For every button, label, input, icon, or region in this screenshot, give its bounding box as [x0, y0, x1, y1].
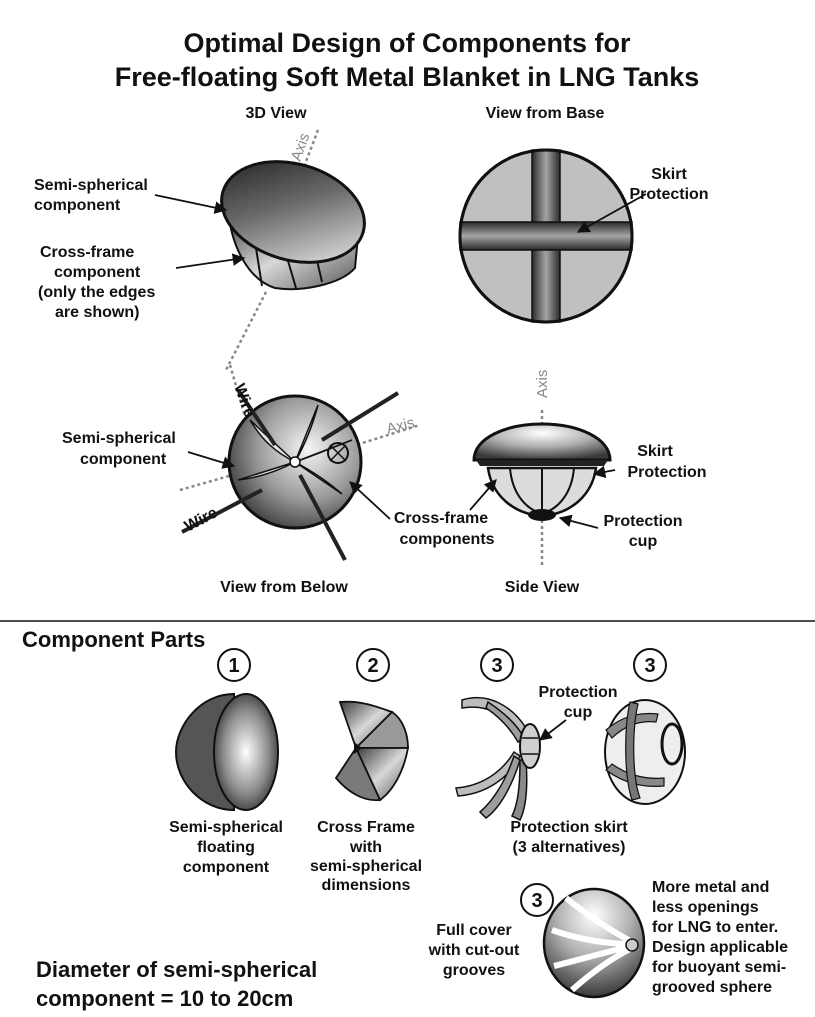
label-part-cup-1: Protection — [538, 684, 617, 701]
figure-3d-view: Axis — [210, 130, 377, 370]
part-3c-number: 3 — [531, 890, 542, 912]
label-skirt-side-1: Skirt — [637, 443, 673, 460]
label-skirt-base-1: Skirt — [651, 166, 687, 183]
part-2-caption-4: dimensions — [322, 877, 411, 894]
side-dome — [474, 424, 610, 460]
part-1-face — [214, 694, 278, 810]
part-3a-cup — [520, 724, 540, 768]
arrow-part-cup — [540, 720, 566, 740]
part-2-caption-2: with — [349, 839, 382, 856]
caption-3d-view: 3D View — [245, 105, 307, 122]
label-semi-spherical-below-2: component — [80, 451, 167, 468]
more-caption-2: less openings — [652, 899, 759, 916]
label-semi-spherical-below-1: Semi-spherical — [62, 430, 176, 447]
label-skirt-side-2: Protection — [627, 464, 706, 481]
axis-line-bottom — [226, 292, 266, 370]
more-caption-3: for LNG to enter. — [652, 919, 778, 936]
label-cross-frames-2: components — [399, 531, 494, 548]
wire-hub — [290, 457, 300, 467]
part-3c-hub — [626, 939, 638, 951]
more-caption-6: grooved sphere — [652, 979, 772, 996]
arrow-skirt-side — [594, 470, 615, 474]
arrow-semi-spherical-3d — [155, 195, 226, 210]
part-3a-figure — [456, 698, 540, 820]
figure-view-from-below — [180, 365, 420, 560]
label-cross-frame-2: component — [54, 264, 141, 281]
wire-label-left: Wire — [182, 504, 221, 535]
label-cross-frames-1: Cross-frame — [394, 510, 488, 527]
more-caption-5: for buoyant semi- — [652, 959, 786, 976]
axis-label-3d: Axis — [288, 131, 314, 163]
part-1-number: 1 — [228, 655, 239, 677]
caption-view-from-base: View from Base — [486, 105, 605, 122]
label-semi-spherical-3d-2: component — [34, 197, 121, 214]
axis-label-below: Axis — [385, 414, 417, 438]
arrow-cross-frames-side — [470, 480, 496, 510]
label-skirt-base-2: Protection — [629, 186, 708, 203]
part-3b-figure — [605, 700, 685, 804]
more-caption-1: More metal and — [652, 879, 769, 896]
label-cup-2: cup — [629, 533, 658, 550]
skirt-caption-2: (3 alternatives) — [513, 839, 626, 856]
part-2-caption-3: semi-spherical — [310, 858, 422, 875]
full-caption-2: with cut-out — [428, 942, 520, 959]
skirt-strap-horizontal — [460, 222, 632, 250]
axis-label-side: Axis — [534, 370, 551, 398]
label-semi-spherical-3d-1: Semi-spherical — [34, 177, 148, 194]
title-line-2: Free-floating Soft Metal Blanket in LNG … — [115, 62, 700, 92]
more-caption-4: Design applicable — [652, 939, 788, 956]
figure-view-from-base — [460, 150, 632, 322]
label-cross-frame-3: (only the edges — [38, 284, 155, 301]
arrow-cup — [560, 518, 598, 528]
arrow-cross-frames-below — [350, 482, 390, 519]
label-cross-frame-1: Cross-frame — [40, 244, 134, 261]
part-1-caption-1: Semi-spherical — [169, 819, 283, 836]
side-rim — [476, 460, 608, 466]
wire-label-top: Wire — [230, 382, 258, 420]
part-1-figure — [176, 694, 278, 810]
part-3a-number: 3 — [491, 655, 502, 677]
label-cup-1: Protection — [603, 513, 682, 530]
caption-view-from-below: View from Below — [220, 579, 348, 596]
component-parts-heading: Component Parts — [22, 627, 205, 652]
side-protection-cup — [528, 509, 556, 521]
part-3b-number: 3 — [644, 655, 655, 677]
diameter-line-1: Diameter of semi-spherical — [36, 957, 317, 982]
part-1-caption-2: floating — [197, 839, 255, 856]
arrow-semi-spherical-below — [188, 452, 234, 466]
part-1-caption-3: component — [183, 859, 270, 876]
part-2-figure — [336, 702, 408, 801]
skirt-caption-1: Protection skirt — [510, 819, 628, 836]
part-2-number: 2 — [367, 655, 378, 677]
part-3c-figure — [544, 889, 644, 997]
diameter-line-2: component = 10 to 20cm — [36, 986, 293, 1011]
label-cross-frame-4: are shown) — [55, 304, 139, 321]
arrow-cross-frame — [176, 258, 244, 268]
part-2-caption-1: Cross Frame — [317, 819, 415, 836]
full-caption-3: grooves — [443, 962, 505, 979]
title-line-1: Optimal Design of Components for — [183, 28, 630, 58]
full-caption-1: Full cover — [436, 922, 512, 939]
label-part-cup-2: cup — [564, 704, 593, 721]
caption-side-view: Side View — [505, 579, 580, 596]
